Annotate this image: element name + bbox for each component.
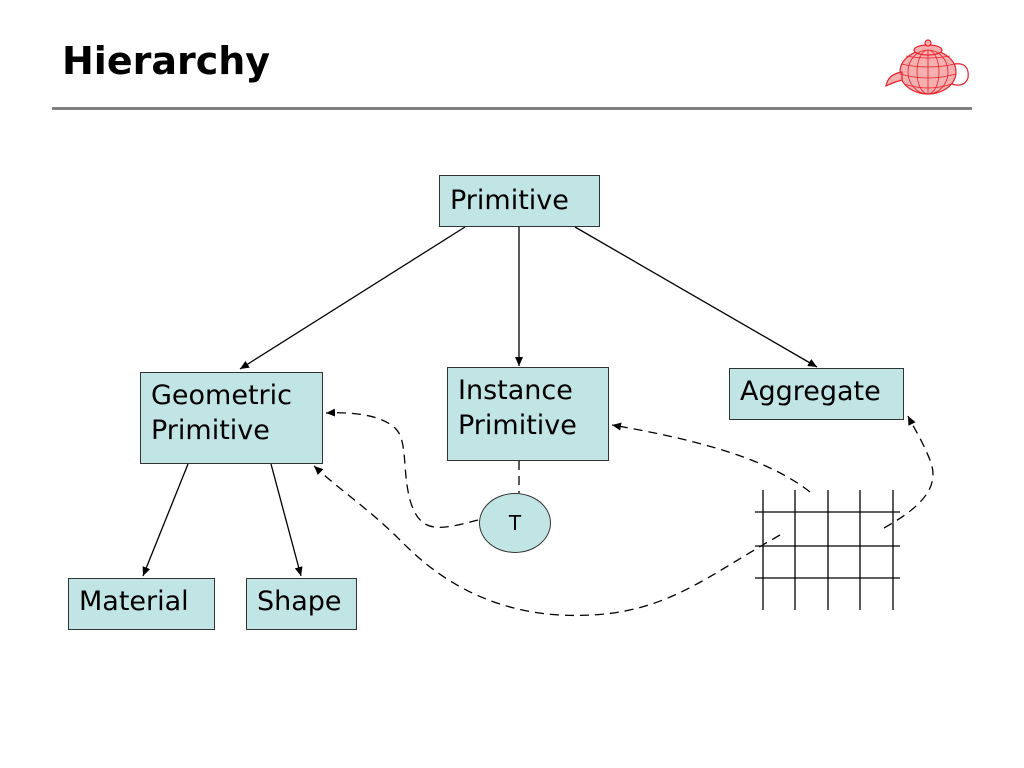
node-geometric-line2: Primitive <box>151 414 270 446</box>
node-aggregate-label: Aggregate <box>740 376 881 407</box>
node-instance-line1: Instance <box>458 375 573 406</box>
node-instance-primitive: Instance Primitive <box>447 367 609 461</box>
node-material: Material <box>68 578 215 630</box>
node-transform: T <box>479 493 551 553</box>
node-material-label: Material <box>79 586 189 617</box>
edge-grid-geometric <box>313 465 781 617</box>
node-geometric-primitive: Geometric Primitive <box>140 372 323 464</box>
node-geometric-line1: Geometric <box>151 380 292 411</box>
edge-geometric-material <box>142 463 189 577</box>
edge-primitive-geometric <box>239 226 466 370</box>
edge-transform-geometric <box>325 408 479 529</box>
node-aggregate: Aggregate <box>729 368 904 420</box>
node-primitive-label: Primitive <box>450 185 569 216</box>
node-instance-line2: Primitive <box>458 409 577 441</box>
node-shape: Shape <box>246 578 357 630</box>
node-primitive: Primitive <box>439 175 600 227</box>
edge-primitive-aggregate <box>574 226 818 368</box>
edge-grid-instance <box>611 422 811 493</box>
edge-geometric-shape <box>270 463 303 577</box>
node-shape-label: Shape <box>257 586 342 617</box>
grid-icon <box>755 490 900 610</box>
teapot-icon <box>885 39 969 95</box>
title-divider <box>52 107 972 110</box>
page-title: Hierarchy <box>62 39 271 83</box>
node-transform-label: T <box>508 511 522 535</box>
edge-grid-aggregate <box>883 415 934 529</box>
